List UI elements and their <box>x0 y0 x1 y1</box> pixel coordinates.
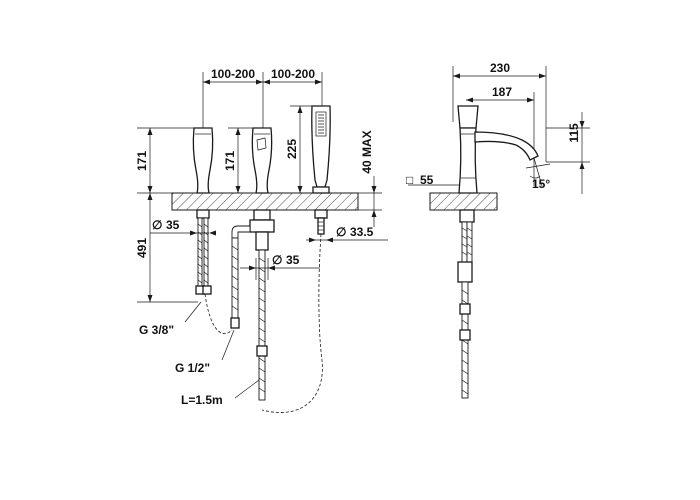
front-view: 100-200 100-200 <box>135 67 388 413</box>
hole-middle-label: 35 <box>286 253 300 267</box>
spacing-dimension: 100-200 100-200 <box>202 67 323 128</box>
projection-dimension: 230 187 <box>452 61 547 162</box>
height-left-label: 171 <box>135 151 149 171</box>
spout-height-label: 115 <box>567 123 581 143</box>
deck-thickness-label: 40 MAX <box>360 130 374 173</box>
hose-length-label: L=1.5m <box>181 393 223 407</box>
depth-below-label: 491 <box>135 238 149 258</box>
thread-small-label: G 3/8" <box>139 323 174 337</box>
hole-left-diameter-symbol: ∅ <box>152 218 162 232</box>
height-shower-label: 225 <box>285 139 299 159</box>
shower-holder-body <box>314 209 328 235</box>
hand-shower <box>311 105 331 194</box>
hole-diameter-middle: ∅ 35 <box>240 253 320 280</box>
valve-connection-dashed <box>204 293 233 335</box>
height-middle-label: 171 <box>223 151 237 171</box>
height-dimension-shower: 225 <box>285 105 313 193</box>
hole-diameter-shower: ∅ 33.5 <box>306 225 388 243</box>
hole-shower-label: 33.5 <box>350 225 374 239</box>
spout-height-dimension: 115 <box>546 112 590 194</box>
spacing-right-label: 100-200 <box>271 67 315 81</box>
deck-slab-front <box>171 192 359 211</box>
deck-thickness-dimension: 40 MAX <box>358 130 382 227</box>
shower-hose-dashed <box>261 233 323 413</box>
thread-large-label: G 1/2" <box>175 361 210 375</box>
base-square-label: 55 <box>420 173 434 187</box>
height-dimension-left: 171 491 <box>135 127 198 303</box>
spacing-left-label: 100-200 <box>211 67 255 81</box>
spout-angle-indicator: 15° <box>525 157 550 191</box>
height-dimension-middle: 171 <box>223 127 254 193</box>
base-square-symbol: □ <box>406 173 413 187</box>
thread-large-callout: G 1/2" <box>175 329 235 375</box>
left-valve-body <box>195 209 212 295</box>
side-mixer-body <box>457 105 539 194</box>
hole-shower-diameter-symbol: ∅ <box>336 225 346 239</box>
middle-handle <box>251 127 273 194</box>
side-view: 230 187 15° <box>406 61 590 399</box>
spout-reach-label: 187 <box>492 85 512 99</box>
thread-small-callout: G 3/8" <box>139 301 202 337</box>
hose-length-callout: L=1.5m <box>181 379 260 407</box>
base-square-dimension: □ 55 <box>406 173 459 187</box>
deck-slab-side <box>429 192 498 211</box>
hole-middle-diameter-symbol: ∅ <box>272 253 282 267</box>
total-projection-label: 230 <box>490 61 510 75</box>
middle-valve-body <box>230 209 275 401</box>
hole-left-label: 35 <box>166 218 180 232</box>
spout-angle-label: 15° <box>532 177 550 191</box>
side-below-deck <box>457 209 475 399</box>
hole-diameter-left: ∅ 35 <box>150 218 216 236</box>
left-handle <box>192 127 214 194</box>
